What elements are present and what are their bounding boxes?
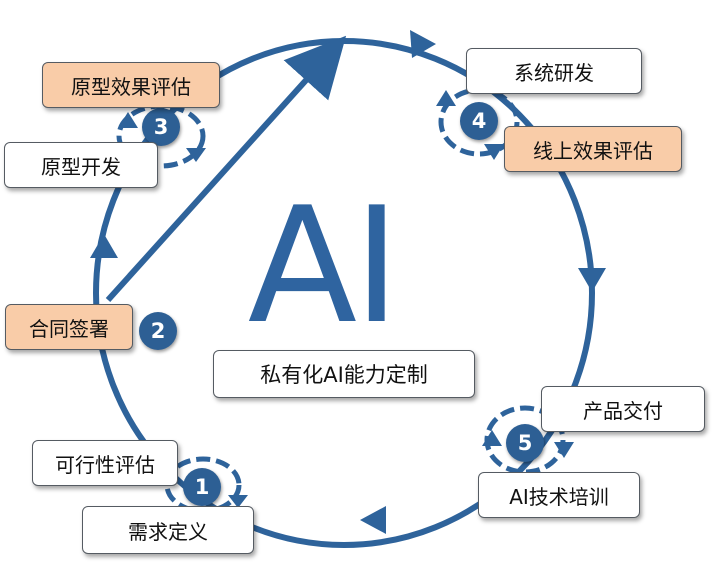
stage-5-badge: 5 [506,424,544,462]
stage-5-subcycle-arrow-b [554,442,574,458]
stage-2-badge: 2 [139,312,177,350]
stage-1-subcycle-arrow-a [228,495,248,508]
stage-3-subcycle-arrow-b [186,148,206,162]
stage-1-badge: 1 [183,468,221,506]
ring-arrow-left [90,234,118,258]
stage-4-subcycle-arrow-b [484,144,504,160]
ring-arrow-top [410,30,436,58]
center-subtitle-box: 私有化AI能力定制 [213,350,475,398]
stage-3-label-prototype-dev: 原型开发 [4,142,158,188]
shortcut-arrow [105,35,347,303]
stage-4-subcycle-arrow-a [436,90,456,106]
stage-3-badge: 3 [142,108,180,146]
stage-5-subcycle-arrow-a [482,430,502,446]
center-title: AI [247,172,401,359]
ring-arrow-right [578,268,606,292]
stage-5-label-training: AI技术培训 [478,472,640,518]
ring-arrow-bottom [360,506,386,534]
stage-4-label-online-eval: 线上效果评估 [504,126,682,172]
stage-3-label-prototype-eval: 原型效果评估 [42,62,220,108]
stage-3-subcycle-arrow-a [118,112,138,128]
stage-5-label-delivery: 产品交付 [541,386,705,432]
stage-2-label-contract: 合同签署 [5,304,133,350]
stage-1-label-feasibility: 可行性评估 [32,440,178,486]
stage-1-label-requirements: 需求定义 [82,506,254,554]
stage-4-label-system-dev: 系统研发 [466,48,642,94]
stage-4-badge: 4 [460,102,498,140]
